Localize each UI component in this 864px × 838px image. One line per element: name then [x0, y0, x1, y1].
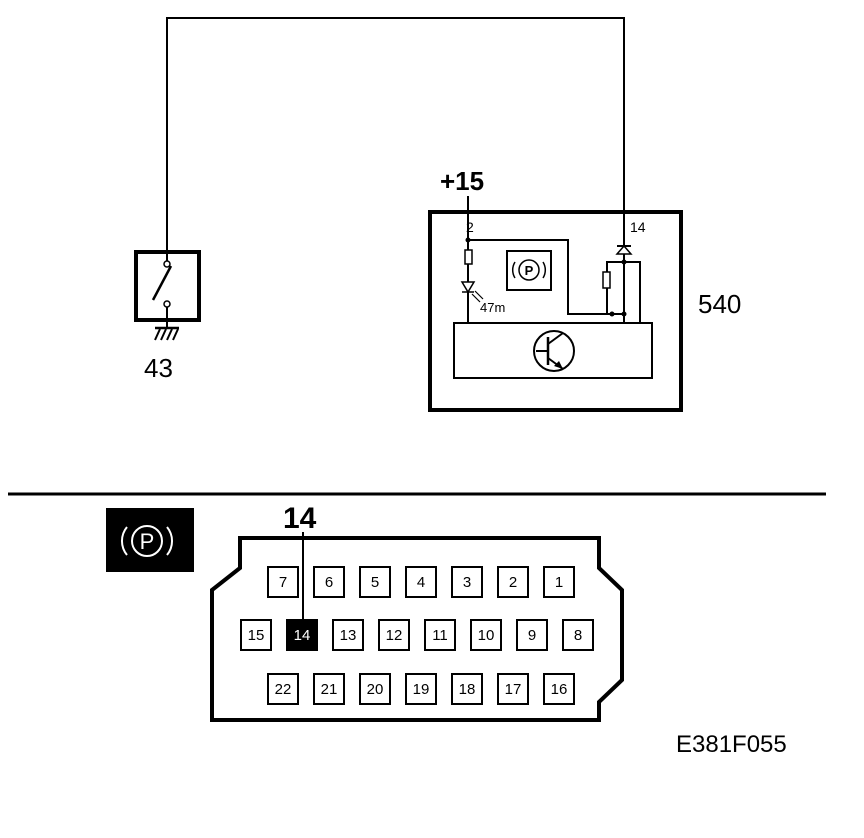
badge-p-symbol: P — [140, 529, 155, 554]
connector-pin-6 — [313, 566, 345, 598]
control-module: 2 14 47m P — [428, 210, 683, 412]
connector-pin-label: 7 — [279, 574, 287, 591]
resistor-icon — [464, 249, 473, 265]
connector-pin-2 — [497, 566, 529, 598]
module-id-label: 540 — [698, 289, 741, 319]
connector-pin-label: 17 — [505, 681, 522, 698]
connector-pin-label: 11 — [432, 627, 448, 644]
connector-pin-5 — [359, 566, 391, 598]
connector-pin-11 — [424, 619, 456, 651]
led-icon — [460, 281, 484, 303]
connector-pin-label: 3 — [463, 574, 471, 591]
parking-brake-badge-icon: P — [106, 508, 194, 572]
connector-pin-label: 1 — [555, 574, 563, 591]
connector-pin-20 — [359, 673, 391, 705]
connector-pin-label: 5 — [371, 574, 379, 591]
connector-pin-label: 19 — [413, 681, 430, 698]
connector-pin-label: 15 — [248, 627, 265, 644]
transistor-icon — [533, 330, 575, 372]
connector-pin-9 — [516, 619, 548, 651]
connector-pin-7 — [267, 566, 299, 598]
ground-icon — [154, 326, 179, 341]
connector-pin-label: 9 — [528, 627, 536, 644]
connector-pin-label: 8 — [574, 627, 582, 644]
connector-pin-label: 12 — [386, 627, 403, 644]
connector-pin-21 — [313, 673, 345, 705]
figure-code-label: E381F055 — [676, 731, 787, 758]
parking-brake-icon: P — [506, 250, 552, 291]
parking-brake-switch — [134, 250, 201, 341]
connector-pin-label: 13 — [340, 627, 357, 644]
connector-pin-14 — [286, 619, 318, 651]
connector-pin-label: 6 — [325, 574, 333, 591]
connector-pin-22 — [267, 673, 299, 705]
connector-pin-4 — [405, 566, 437, 598]
resistor-label: 47m — [480, 300, 505, 315]
connector-pin-label: 14 — [294, 627, 311, 644]
connector-pin-label: 21 — [321, 681, 338, 698]
switch-id-label: 43 — [144, 353, 173, 383]
pin-label-14: 14 — [630, 219, 646, 235]
diode-icon — [615, 244, 633, 255]
signal-wire — [166, 17, 625, 252]
pullup-resistor-icon — [602, 271, 611, 289]
connector-pin-10 — [470, 619, 502, 651]
connector-pin-16 — [543, 673, 575, 705]
connector-pin-17 — [497, 673, 529, 705]
connector-pin-label: 20 — [367, 681, 384, 698]
connector-pin-label: 16 — [551, 681, 568, 698]
connector-pin-19 — [405, 673, 437, 705]
module-p-symbol: P — [525, 263, 534, 278]
pin-label-2: 2 — [466, 219, 474, 235]
connector-pin-label: 4 — [417, 574, 425, 591]
supply-label: +15 — [440, 166, 484, 196]
connector-pin-label: 18 — [459, 681, 476, 698]
connector-pin-label: 22 — [275, 681, 292, 698]
connector-pin-label: 10 — [478, 627, 495, 644]
connector-pin-13 — [332, 619, 364, 651]
connector-callout-label: 14 — [283, 502, 317, 535]
connector-pin-12 — [378, 619, 410, 651]
connector-pin-15 — [240, 619, 272, 651]
connector-pin-3 — [451, 566, 483, 598]
connector-pin-8 — [562, 619, 594, 651]
connector-pin-label: 2 — [509, 574, 517, 591]
connector-pin-18 — [451, 673, 483, 705]
connector-pin-1 — [543, 566, 575, 598]
